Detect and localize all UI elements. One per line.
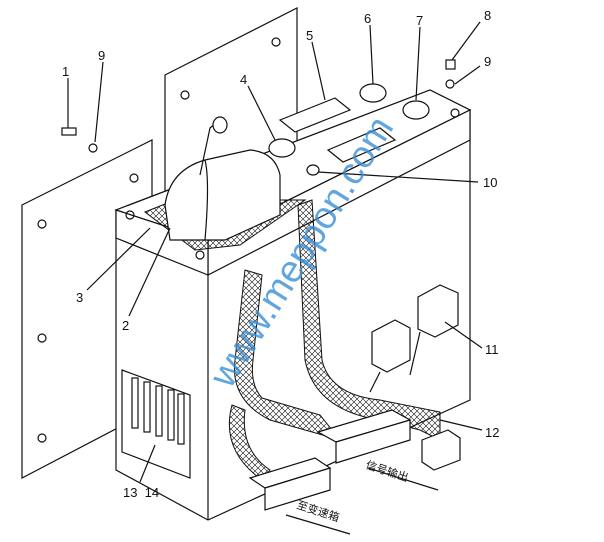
callout-5: 5 — [306, 28, 313, 43]
callout-7: 7 — [416, 13, 423, 28]
signal-output-label: 信号输出 — [364, 458, 410, 485]
callout-13-14: 13 14 — [123, 485, 159, 500]
connectors — [248, 284, 461, 511]
callout-9-left: 9 — [98, 48, 105, 63]
callout-11: 11 — [485, 342, 499, 357]
callout-2: 2 — [122, 318, 129, 333]
callout-8: 8 — [484, 8, 491, 23]
gauges-and-switches — [61, 59, 456, 176]
callout-4: 4 — [240, 72, 247, 87]
callout-10: 10 — [483, 175, 497, 190]
callout-1: 1 — [62, 64, 69, 79]
shift-lever-assembly — [143, 116, 307, 251]
callout-3: 3 — [76, 290, 83, 305]
to-transmission-label: 至变速箱 — [295, 498, 341, 525]
fuse-panel — [121, 369, 191, 479]
leader-lines — [67, 21, 483, 535]
callout-9-right: 9 — [484, 54, 491, 69]
callout-6: 6 — [364, 11, 371, 26]
callout-12: 12 — [485, 425, 499, 440]
